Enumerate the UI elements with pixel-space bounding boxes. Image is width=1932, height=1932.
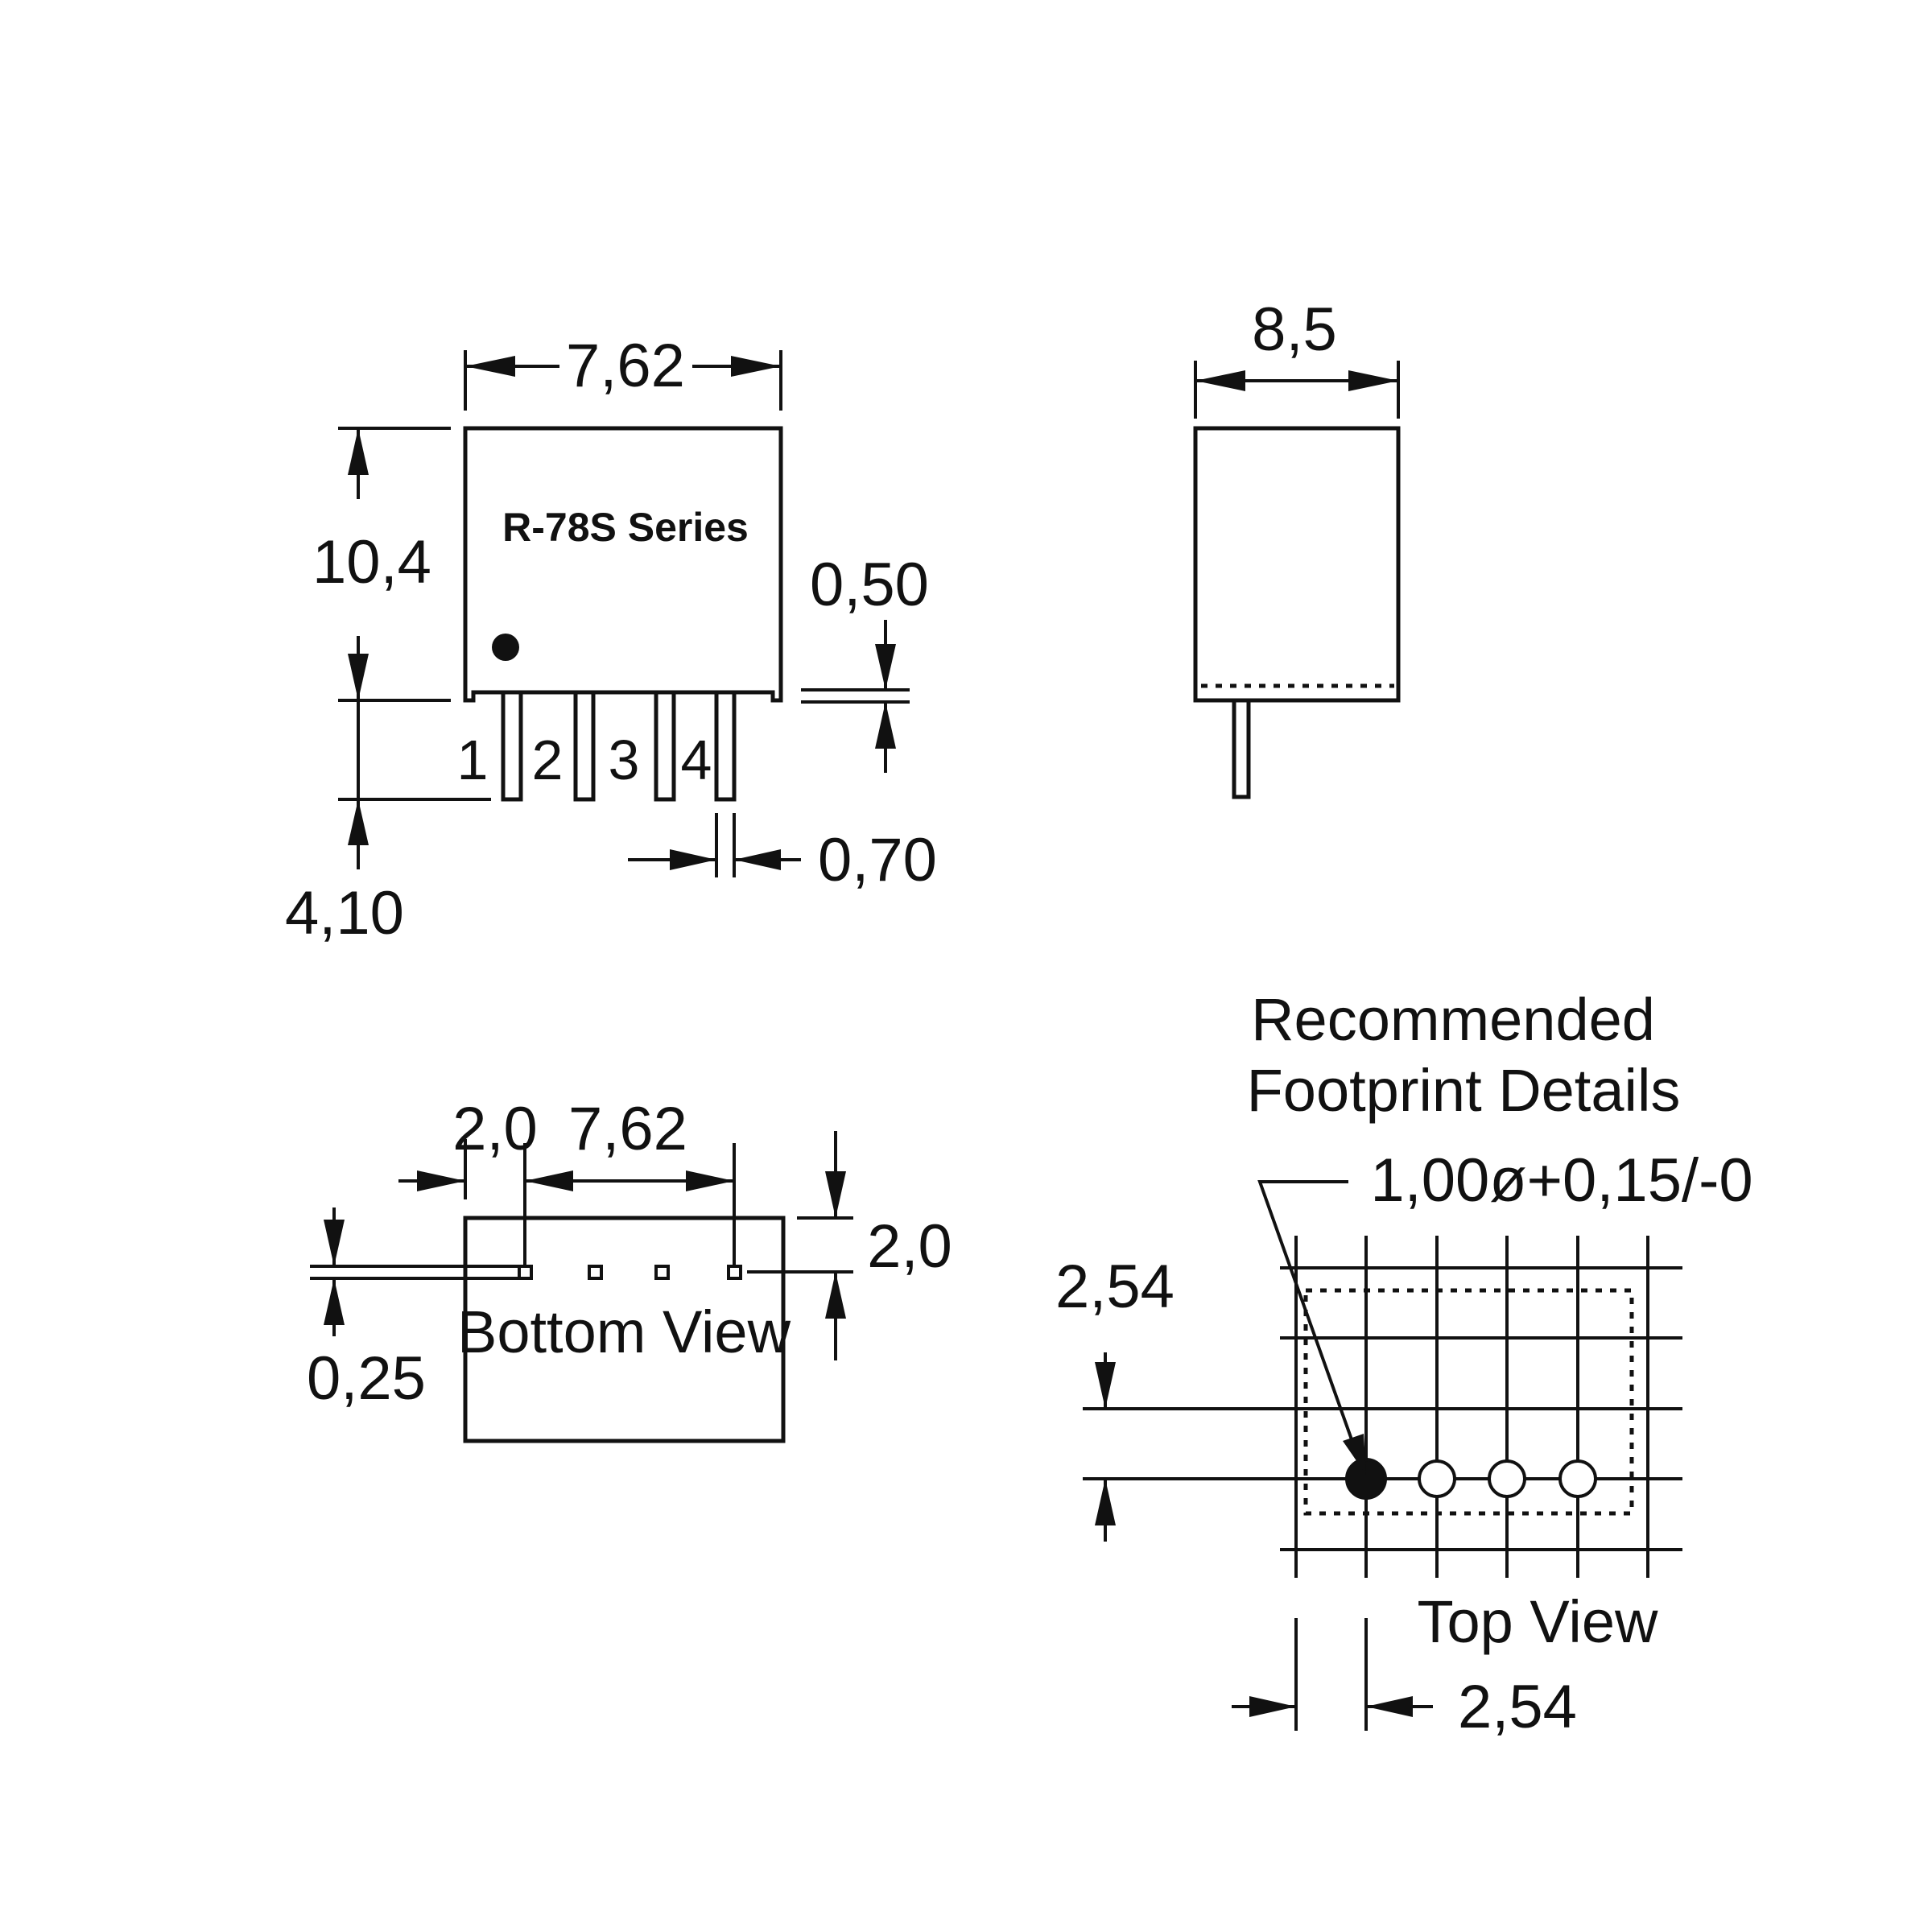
footprint-pad-3 xyxy=(1488,1459,1526,1498)
bottom-pin-size-label: 0,25 xyxy=(307,1344,426,1413)
pin-number-1: 1 xyxy=(457,729,489,791)
horizontal-pitch-dimension: 2,54 xyxy=(1232,1618,1577,1741)
series-label: R-78S Series xyxy=(502,505,749,550)
footprint-view: Recommended Footprint Details 1,00ø+0,15… xyxy=(1055,986,1753,1741)
pin1-marker-dot xyxy=(492,634,519,661)
bottom-view: Bottom View 2,0 7,62 2,0 xyxy=(307,1095,952,1443)
bottom-pin-2 xyxy=(588,1265,603,1280)
footprint-title-line1: Recommended xyxy=(1251,986,1655,1053)
pin-number-2: 2 xyxy=(532,729,564,791)
front-body-outline xyxy=(463,426,783,703)
pin-thickness-label: 0,50 xyxy=(810,551,929,619)
front-view: R-78S Series 1 2 3 4 7,62 10,4 xyxy=(285,332,937,947)
footprint-grid xyxy=(1280,1236,1682,1578)
bottom-pin-position-dimension: 2,0 7,62 xyxy=(398,1095,736,1266)
pin-length-dimension: 4,10 xyxy=(285,700,491,947)
footprint-pad-2 xyxy=(1418,1459,1456,1498)
footprint-title-line2: Footprint Details xyxy=(1247,1057,1681,1124)
pin-3 xyxy=(654,690,676,802)
side-width-label: 8,5 xyxy=(1252,295,1337,364)
bottom-view-label: Bottom View xyxy=(457,1298,791,1365)
side-body-outline xyxy=(1193,426,1401,703)
pin-1 xyxy=(501,690,523,802)
bottom-pin-1 xyxy=(518,1265,533,1280)
pin-thickness-dimension: 0,50 xyxy=(801,551,929,773)
pin-number-3: 3 xyxy=(609,729,640,791)
bottom-edge-label: 2,0 xyxy=(867,1212,952,1281)
top-view-label: Top View xyxy=(1418,1588,1658,1655)
footprint-outline-dotted xyxy=(1303,1288,1634,1516)
vertical-pitch-label: 2,54 xyxy=(1055,1253,1174,1321)
bottom-edge-dimension: 2,0 xyxy=(747,1131,952,1360)
vertical-pitch-dimension: 2,54 xyxy=(1055,1253,1288,1542)
side-pin xyxy=(1232,698,1251,799)
horizontal-pitch-label: 2,54 xyxy=(1458,1673,1577,1741)
bottom-pin-size-dimension: 0,25 xyxy=(307,1208,519,1413)
bottom-pin-offset-label: 2,0 xyxy=(452,1095,538,1163)
bottom-pin-span-label: 7,62 xyxy=(568,1095,687,1163)
pin-2 xyxy=(573,690,596,802)
pin-4 xyxy=(714,690,737,802)
side-width-dimension: 8,5 xyxy=(1194,295,1400,419)
bottom-body-outline xyxy=(463,1216,786,1443)
footprint-pin1-pad xyxy=(1345,1458,1387,1500)
footprint-pad-4 xyxy=(1558,1459,1597,1498)
pin-width-dimension: 0,70 xyxy=(628,813,937,894)
front-width-dimension: 7,62 xyxy=(464,332,782,411)
pin-width-label: 0,70 xyxy=(818,826,937,894)
bottom-pin-3 xyxy=(654,1265,670,1280)
pin-length-label: 4,10 xyxy=(285,879,404,947)
hole-size-label: 1,00ø+0,15/-0 xyxy=(1370,1146,1752,1215)
pin-number-4: 4 xyxy=(681,729,712,791)
front-height-dimension: 10,4 xyxy=(312,427,451,702)
front-width-label: 7,62 xyxy=(566,332,685,400)
front-height-label: 10,4 xyxy=(312,528,431,597)
hole-size-callout: 1,00ø+0,15/-0 xyxy=(1257,1146,1753,1475)
side-view: 8,5 xyxy=(1193,295,1401,799)
bottom-pin-4 xyxy=(727,1265,742,1280)
